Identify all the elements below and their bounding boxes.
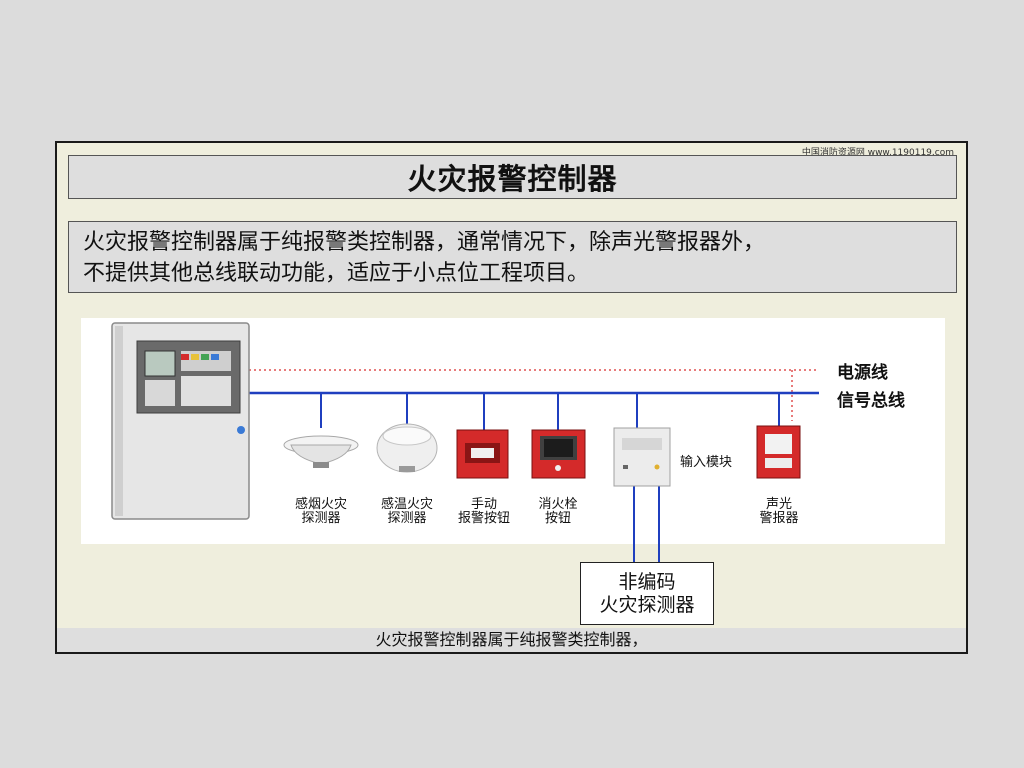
controller-cabinet <box>111 322 250 520</box>
heat-detector-label-1: 感温火灾 <box>381 496 433 512</box>
alarm-label-1: 声光 <box>766 497 792 512</box>
hydrant-button-label-2: 按钮 <box>545 511 571 526</box>
description-line-1: 火灾报警控制器属于纯报警类控制器，通常情况下，除声光警报器外， <box>83 230 766 255</box>
heat-detector-label-2: 探测器 <box>387 511 426 526</box>
smoke-detector-icon <box>283 435 359 468</box>
sound-light-alarm-icon <box>756 425 801 479</box>
non-coded-detector-box: 非编码 火灾探测器 <box>580 562 714 625</box>
input-module-label: 输入模块 <box>680 454 732 470</box>
non-coded-label-2: 火灾探测器 <box>599 593 695 616</box>
manual-button-label-1: 手动 <box>471 497 497 512</box>
input-module-icon <box>613 427 671 487</box>
hydrant-button-icon <box>531 429 586 479</box>
slide-title: 火灾报警控制器 <box>407 162 618 196</box>
site-watermark: 中国消防资源网 www.1190119.com <box>801 148 954 158</box>
subtitle-caption: 火灾报警控制器属于纯报警类控制器， <box>57 628 966 652</box>
title-box: 火灾报警控制器 <box>68 155 957 199</box>
description-line-2: 不提供其他总线联动功能，适应于小点位工程项目。 <box>83 261 590 286</box>
non-coded-label-1: 非编码 <box>618 570 676 593</box>
signal-bus-label: 信号总线 <box>837 390 905 411</box>
system-diagram: 电源线 信号总线 <box>81 318 945 544</box>
description-box: 火灾报警控制器属于纯报警类控制器，通常情况下，除声光警报器外， 不提供其他总线联… <box>68 221 957 293</box>
manual-alarm-button-icon <box>456 429 509 479</box>
heat-detector-icon <box>376 423 438 473</box>
slide: 中国消防资源网 www.1190119.com 火灾报警控制器 火灾报警控制器属… <box>55 141 968 654</box>
power-line-label: 电源线 <box>837 362 888 383</box>
smoke-detector-label-2: 探测器 <box>301 511 340 526</box>
manual-button-label-2: 报警按钮 <box>458 510 510 526</box>
alarm-label-2: 警报器 <box>759 510 798 526</box>
diagram-svg: 电源线 信号总线 <box>111 322 905 544</box>
smoke-detector-label-1: 感烟火灾 <box>295 496 347 512</box>
hydrant-button-label-1: 消火栓 <box>538 497 577 512</box>
